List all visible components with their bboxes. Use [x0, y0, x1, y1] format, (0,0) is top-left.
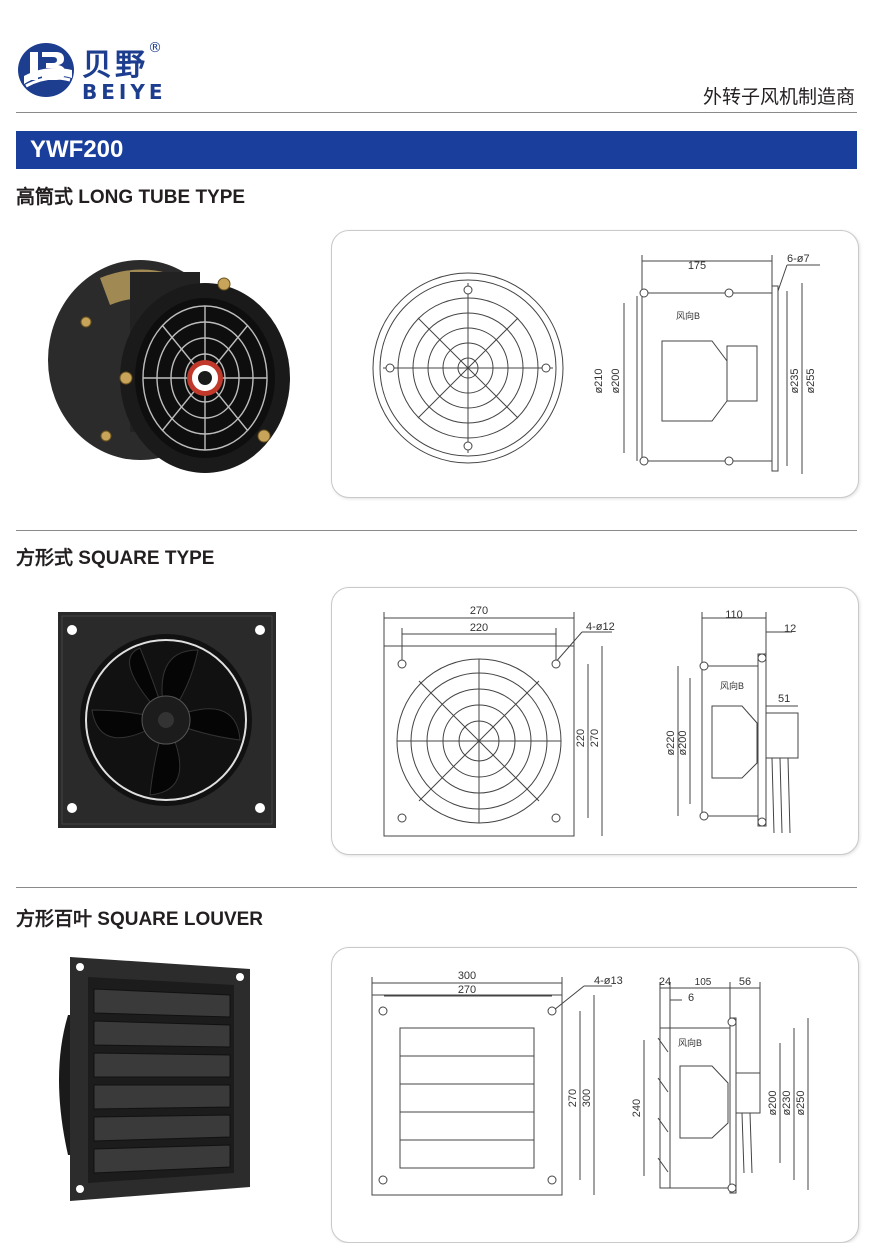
- dim-side-outer: 270: [589, 729, 601, 747]
- model-bar: [16, 131, 857, 169]
- registered-mark: ®: [148, 40, 162, 56]
- dim-height: 240: [631, 1099, 643, 1117]
- dim-d2: ø200: [677, 730, 689, 755]
- brand-logo-icon: [18, 43, 74, 97]
- dim-depth: 110: [725, 609, 743, 621]
- dim-d4: ø255: [805, 368, 817, 393]
- dim-d1: ø220: [665, 730, 677, 755]
- dim-inner: 220: [470, 622, 488, 634]
- section-divider-2: [16, 887, 857, 888]
- brand-name-cn: 贝野: [82, 48, 148, 83]
- dim-plate: 6: [688, 992, 694, 1004]
- section-divider-1: [16, 530, 857, 531]
- square-drawing-card: 270 220 4-ø12 220 270 110 12 51 风向B ø220…: [331, 587, 859, 855]
- dim-d3: ø250: [795, 1090, 807, 1115]
- dim-side-inner: 220: [575, 729, 587, 747]
- dim-holes: 4-ø13: [594, 975, 623, 987]
- dim-d3: ø235: [789, 368, 801, 393]
- dim-outer: 300: [458, 970, 476, 982]
- model-title: YWF200: [30, 136, 124, 163]
- section-title-louver: 方形百叶 SQUARE LOUVER: [16, 909, 264, 930]
- dim-mount: 6-ø7: [787, 253, 810, 265]
- louver-dimension-drawing: 300 270 4-ø13 270 300: [371, 970, 809, 1196]
- dim-d1: ø210: [593, 368, 605, 393]
- section-title-square: 方形式 SQUARE TYPE: [16, 548, 215, 569]
- long-tube-drawing-card: 175 6-ø7 风向B ø210 ø200 ø235 ø255: [331, 230, 859, 498]
- dim-box: 56: [739, 976, 751, 988]
- dim-holes: 4-ø12: [586, 621, 615, 633]
- tagline: 外转子风机制造商: [702, 86, 855, 108]
- flow-label: 风向B: [720, 680, 744, 691]
- dim-d2: ø230: [781, 1090, 793, 1115]
- dim-depth: 105: [695, 977, 712, 988]
- dim-side-outer: 300: [581, 1089, 593, 1107]
- dim-inner: 270: [458, 984, 476, 996]
- square-fan-photo: [58, 612, 276, 828]
- dim-plate: 12: [784, 623, 796, 635]
- dim-side-inner: 270: [567, 1089, 579, 1107]
- dim-d1: ø200: [767, 1090, 779, 1115]
- header-divider: [16, 112, 857, 113]
- dim-box: 51: [778, 693, 790, 705]
- flow-label: 风向B: [676, 310, 700, 321]
- dim-d2: ø200: [610, 368, 622, 393]
- dim-outer: 270: [470, 605, 488, 617]
- long-tube-fan-photo: [48, 260, 290, 473]
- louver-drawing-card: 300 270 4-ø13 270 300: [331, 947, 859, 1243]
- long-tube-dimension-drawing: 175 6-ø7 风向B ø210 ø200 ø235 ø255: [372, 253, 820, 474]
- dim-left: 24: [659, 976, 671, 988]
- flow-label: 风向B: [678, 1037, 702, 1048]
- brand-name-en: BEIYE: [82, 80, 167, 104]
- section-title-long-tube: 高筒式 LONG TUBE TYPE: [16, 187, 246, 208]
- louver-fan-photo: [59, 957, 250, 1201]
- square-dimension-drawing: 270 220 4-ø12 220 270 110 12 51 风向B ø220…: [383, 605, 799, 837]
- dim-depth: 175: [688, 260, 706, 272]
